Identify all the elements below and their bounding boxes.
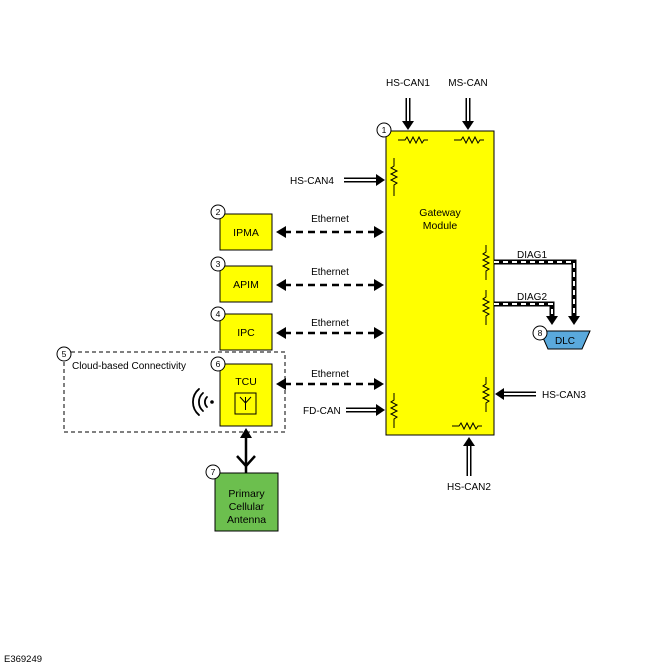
diag1-line: DIAG1	[494, 250, 580, 325]
ipc-ethernet-link: Ethernet	[276, 318, 384, 339]
svg-text:DIAG1: DIAG1	[517, 250, 547, 261]
apim-ethernet-link: Ethernet	[276, 267, 384, 291]
ipma-number-badge: 2	[210, 204, 226, 220]
resistor-icon	[481, 377, 491, 412]
svg-text:TCU: TCU	[235, 376, 257, 388]
tcu-ethernet-link: Ethernet	[276, 369, 384, 390]
dlc-connector: DLC	[539, 330, 591, 350]
gateway-number-badge: 1	[376, 122, 392, 138]
ipc-module: IPC	[219, 313, 273, 351]
resistor-icon	[398, 135, 428, 145]
svg-text:6: 6	[216, 359, 221, 369]
svg-text:2: 2	[216, 207, 221, 217]
svg-text:7: 7	[211, 467, 216, 477]
hs-can3-bus: HS-CAN3	[495, 388, 586, 401]
svg-text:HS-CAN3: HS-CAN3	[542, 390, 586, 401]
svg-text:Ethernet: Ethernet	[311, 267, 349, 278]
gateway-label-line1: Gateway	[419, 207, 461, 219]
svg-text:Cellular: Cellular	[229, 501, 265, 513]
svg-text:Primary: Primary	[228, 488, 265, 500]
cloud-connectivity-region	[63, 351, 286, 433]
svg-text:Ethernet: Ethernet	[311, 318, 349, 329]
svg-text:DIAG2: DIAG2	[517, 292, 547, 303]
gateway-label-line2: Module	[423, 220, 458, 232]
svg-text:Antenna: Antenna	[227, 514, 266, 526]
cloud-label: Cloud-based Connectivity	[72, 361, 186, 372]
hs-can2-bus: HS-CAN2	[447, 437, 491, 493]
fd-can-bus: FD-CAN	[303, 404, 385, 417]
svg-text:FD-CAN: FD-CAN	[303, 406, 341, 417]
wifi-signal-icon	[192, 388, 214, 416]
dlc-number-badge: 8	[532, 325, 548, 341]
antenna-symbol-icon	[234, 392, 257, 415]
ipma-ethernet-link: Ethernet	[276, 214, 384, 238]
svg-text:8: 8	[538, 328, 543, 338]
svg-text:HS-CAN2: HS-CAN2	[447, 482, 491, 493]
diag2-line: DIAG2	[494, 292, 558, 325]
resistor-icon	[481, 290, 491, 325]
svg-text:APIM: APIM	[233, 279, 259, 291]
svg-text:DLC: DLC	[555, 336, 575, 347]
resistor-icon	[454, 135, 484, 145]
svg-text:IPC: IPC	[237, 327, 255, 339]
apim-module: APIM	[219, 265, 273, 303]
hs-can1-bus: HS-CAN1	[386, 78, 430, 130]
resistor-icon	[481, 245, 491, 280]
resistor-icon	[452, 421, 482, 431]
svg-text:Ethernet: Ethernet	[311, 214, 349, 225]
antenna-tcu-link	[236, 428, 256, 474]
svg-text:IPMA: IPMA	[233, 227, 259, 239]
svg-text:MS-CAN: MS-CAN	[448, 78, 487, 89]
tcu-number-badge: 6	[210, 356, 226, 372]
ipc-number-badge: 4	[210, 306, 226, 322]
figure-id: E369249	[4, 654, 42, 665]
ms-can-bus: MS-CAN	[448, 78, 488, 130]
svg-text:4: 4	[216, 309, 221, 319]
hs-can4-bus: HS-CAN4	[290, 174, 385, 187]
svg-text:HS-CAN1: HS-CAN1	[386, 78, 430, 89]
ipma-module: IPMA	[219, 213, 273, 251]
svg-text:Ethernet: Ethernet	[311, 369, 349, 380]
tcu-module: TCU	[219, 363, 273, 427]
primary-cellular-antenna-box: Primary Cellular Antenna	[214, 472, 279, 532]
cloud-number-badge: 5	[56, 346, 72, 362]
resistor-icon	[389, 393, 399, 428]
svg-text:1: 1	[382, 125, 387, 135]
resistor-icon	[389, 158, 399, 196]
apim-number-badge: 3	[210, 256, 226, 272]
antenna-number-badge: 7	[205, 464, 221, 480]
gateway-module-box	[385, 130, 495, 436]
svg-text:HS-CAN4: HS-CAN4	[290, 176, 334, 187]
svg-text:5: 5	[62, 349, 67, 359]
svg-text:3: 3	[216, 259, 221, 269]
